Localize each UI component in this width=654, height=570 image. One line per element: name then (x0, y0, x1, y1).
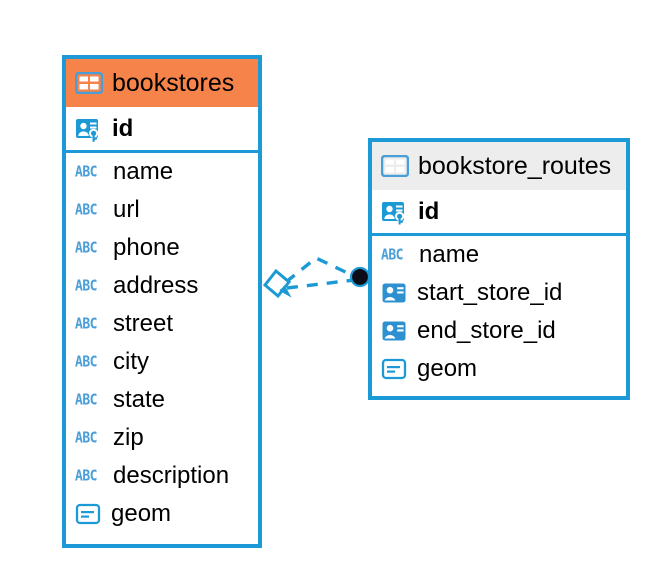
field-name: phone (113, 234, 180, 261)
primary-key-icon (382, 201, 405, 224)
field-row[interactable]: id (66, 108, 258, 153)
relationship-line-lower (286, 278, 355, 290)
entity-bookstores[interactable]: bookstores id ABC name (62, 55, 262, 548)
relationship-line-upper (284, 256, 357, 284)
field-row[interactable]: geom (66, 495, 258, 533)
abc-text-icon: ABC (75, 353, 97, 371)
field-row[interactable]: ABC city (66, 343, 258, 381)
field-list-bookstores: id ABC name ABC url ABC phone ABC addres… (66, 107, 258, 533)
field-row[interactable]: end_store_id (372, 312, 626, 350)
abc-text-icon: ABC (381, 246, 403, 264)
geometry-icon (381, 358, 407, 380)
field-row[interactable]: ABC address (66, 267, 258, 305)
abc-text-icon: ABC (75, 429, 97, 447)
field-row[interactable]: ABC url (66, 191, 258, 229)
field-row[interactable]: ABC street (66, 305, 258, 343)
abc-text-icon: ABC (75, 201, 97, 219)
field-row[interactable]: ABC state (66, 381, 258, 419)
field-name: name (419, 241, 480, 268)
field-list-bookstore-routes: id ABC name start_store_id (372, 190, 626, 388)
field-row[interactable]: ABC phone (66, 229, 258, 267)
geometry-icon (75, 503, 101, 525)
abc-text-icon: ABC (75, 163, 97, 181)
entity-title: bookstores (112, 68, 235, 97)
entity-header-bookstores[interactable]: bookstores (66, 59, 258, 107)
field-name: url (113, 196, 140, 223)
field-row[interactable]: ABC description (66, 457, 258, 495)
field-name: street (113, 310, 174, 337)
table-grid-icon (75, 72, 103, 94)
field-name: start_store_id (417, 279, 563, 306)
field-row[interactable]: ABC zip (66, 419, 258, 457)
relationship-target-marker (349, 266, 371, 288)
abc-text-icon: ABC (75, 239, 97, 257)
field-name: zip (113, 424, 144, 451)
field-name: description (113, 462, 230, 489)
field-name: id (112, 115, 134, 142)
table-grid-icon (381, 155, 409, 177)
foreign-key-icon (382, 321, 406, 341)
field-row[interactable]: start_store_id (372, 274, 626, 312)
abc-text-icon: ABC (75, 315, 97, 333)
field-name: city (113, 348, 149, 375)
field-name: state (113, 386, 166, 413)
abc-text-icon: ABC (75, 277, 97, 295)
foreign-key-icon (382, 283, 406, 303)
entity-title: bookstore_routes (418, 151, 612, 180)
field-row[interactable]: ABC name (372, 236, 626, 274)
primary-key-icon (76, 118, 99, 142)
field-name: geom (417, 355, 478, 382)
field-name: end_store_id (417, 317, 556, 344)
entity-header-bookstore-routes[interactable]: bookstore_routes (372, 142, 626, 190)
abc-text-icon: ABC (75, 391, 97, 409)
field-row[interactable]: geom (372, 350, 626, 388)
field-row[interactable]: ABC name (66, 153, 258, 191)
relationship-source-marker (262, 268, 292, 299)
abc-text-icon: ABC (75, 467, 97, 485)
entity-bookstore-routes[interactable]: bookstore_routes id ABC name (368, 138, 630, 400)
field-name: address (113, 272, 199, 299)
field-name: name (113, 158, 174, 185)
field-name: id (418, 198, 440, 225)
field-row[interactable]: id (372, 191, 626, 236)
field-name: geom (111, 500, 172, 527)
